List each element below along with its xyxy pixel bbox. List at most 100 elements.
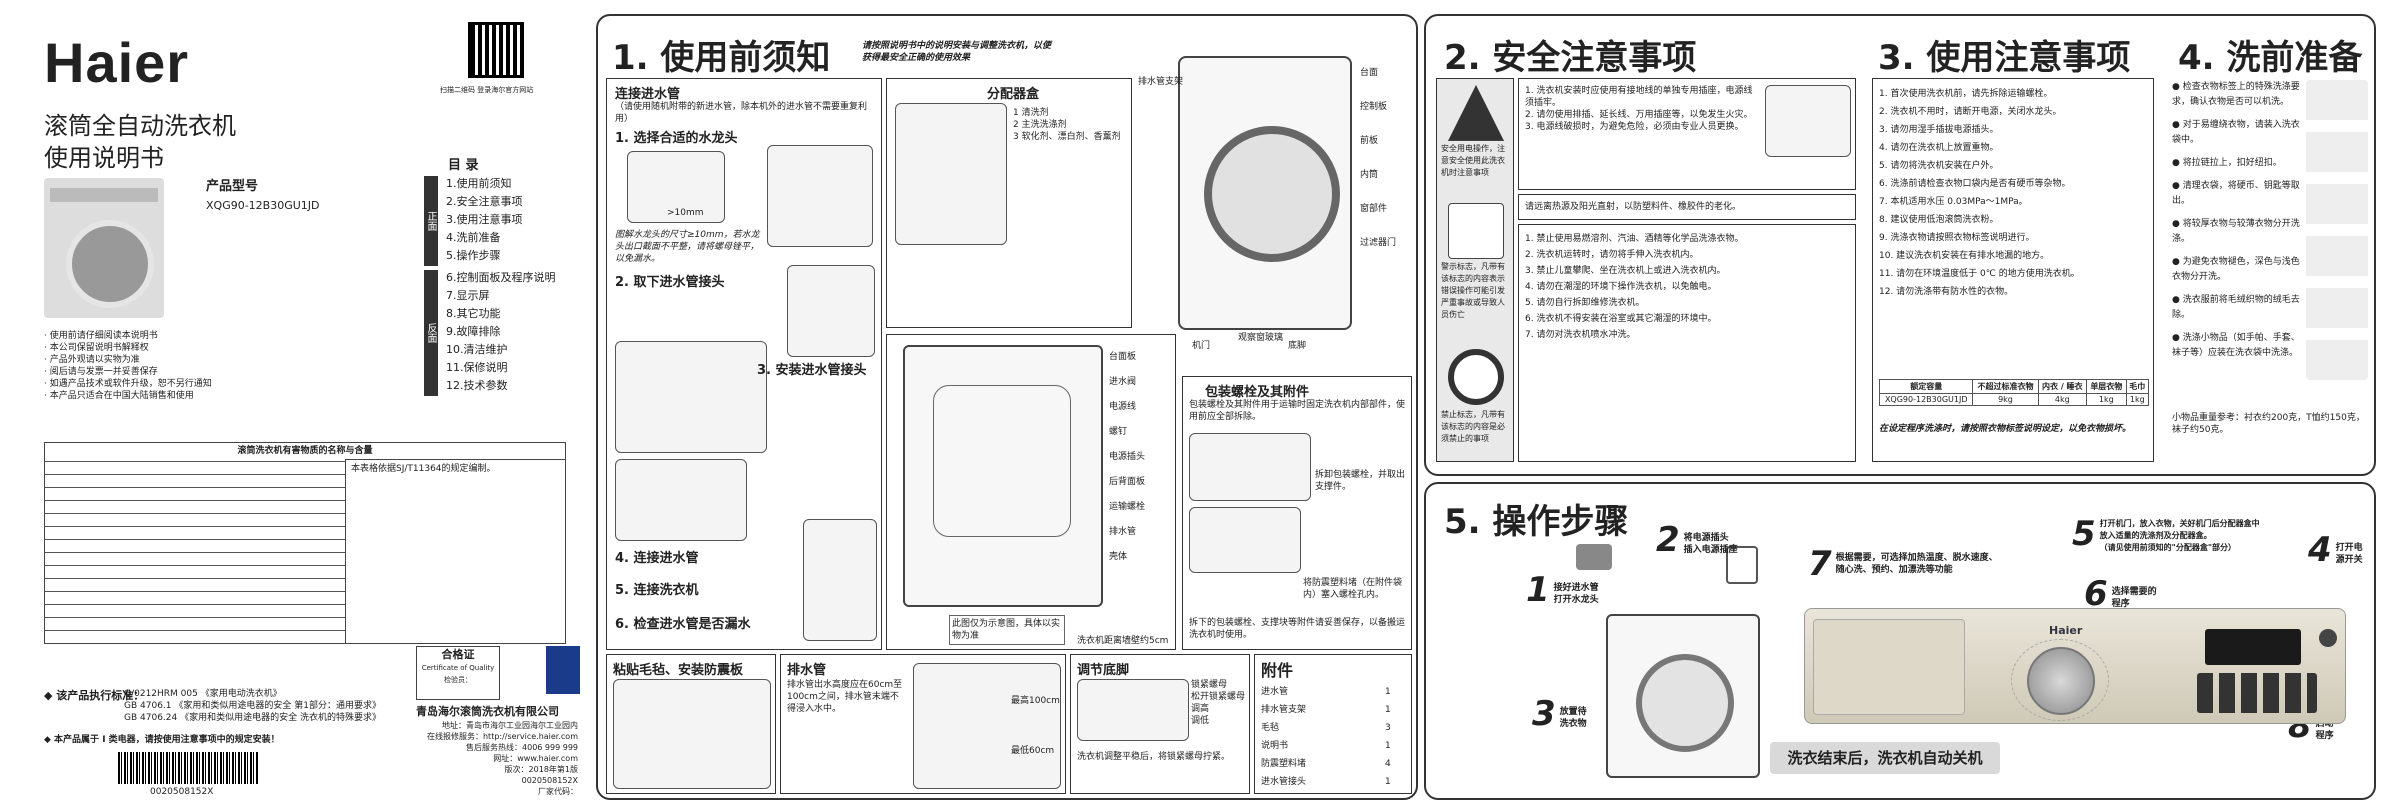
prep-illustrations: [2306, 80, 2368, 380]
step-check-leak: 6. 检查进水管是否漏水: [615, 617, 751, 632]
accessory-qty: 3: [1385, 723, 1391, 733]
step-number: 2: [1656, 520, 1680, 560]
step-remove-connector: 2. 取下进水管接头: [615, 275, 725, 290]
function-buttons[interactable]: [2197, 673, 2317, 713]
table-cell: 4kg: [2037, 393, 2088, 406]
toc-front-list: 1.使用前须知 2.安全注意事项 3.使用注意事项 4.洗前准备 5.操作步骤: [446, 176, 523, 266]
back-part-label: 进水阀: [1109, 377, 1137, 387]
level-feet-box: 调节底脚 锁紧螺母 松开锁紧螺母 调高 调低 洗衣机调整平稳后，将锁紧螺母拧紧。: [1070, 654, 1250, 794]
cert-inspector: 检验员：: [444, 676, 472, 684]
drain-title: 排水管: [787, 663, 827, 678]
plug-illustration: [1189, 507, 1301, 573]
step-3: 3 放置待 洗衣物: [1532, 694, 1587, 734]
tap-note: 图解水龙头的尺寸≥10mm，若水龙头出口截面不平整，请将螺母锉平，以免漏水。: [615, 230, 760, 264]
front-washer-diagram: 台面 控制板 前板 内筒 窗部件 过滤器门 机门 观察窗玻璃 底脚 排水管支架: [1138, 36, 1414, 366]
step-6: 6 选择需要的 程序: [2084, 574, 2157, 614]
socket-icon: [1726, 546, 1758, 584]
toc-item[interactable]: 4.洗前准备: [446, 231, 501, 244]
drain-max: 最高100cm: [1011, 696, 1060, 706]
toc-item[interactable]: 6.控制面板及程序说明: [446, 271, 556, 284]
accessory-qty: 4: [1385, 759, 1391, 769]
accessory-item: 进水管接头: [1261, 777, 1307, 787]
drain-illustration: [913, 663, 1061, 789]
dispenser-box: 分配器盒 1 清洗剂 2 主洗洗涤剂 3 软化剂、漂白剂、香薰剂: [886, 78, 1132, 328]
detergent-drawer[interactable]: [1813, 619, 1965, 715]
toc-item[interactable]: 8.其它功能: [446, 307, 501, 320]
step-number: 6: [2084, 574, 2108, 614]
service-website[interactable]: 在线报修服务：http://service.haier.com: [426, 732, 578, 741]
toc-front-label: 正面: [424, 176, 438, 266]
safety-item: 3. 电源线破损时，为避免危险，必须由专业人员更换。: [1525, 122, 1744, 132]
usage-list: 1. 首次使用洗衣机前，请先拆除运输螺栓。 2. 洗衣机不用时，请断开电源，关闭…: [1879, 85, 2149, 301]
usage-item: 5. 请勿将洗衣机安装在户外。: [1879, 161, 1999, 171]
usage-title: 3. 使用注意事项: [1878, 38, 2131, 78]
service-logo: [546, 646, 580, 694]
water-inlet-title: 连接进水管: [615, 87, 681, 102]
back-diagram-note: 此图仅为示意图，具体以实物为准: [949, 615, 1065, 645]
dispenser-item: 1 清洗剂: [1013, 108, 1049, 118]
prep-item: ● 检查衣物标签上的特殊洗涤要求，确认衣物是否可以机洗。: [2172, 82, 2300, 107]
toc-item[interactable]: 3.使用注意事项: [446, 213, 523, 226]
safety-power-box: 1. 洗衣机安装时应使用有接地线的单独专用插座，电源线须插牢。 2. 请勿使用排…: [1518, 78, 1856, 190]
table-header: 额定容量: [1878, 379, 1974, 394]
accessory-qty: 1: [1385, 741, 1391, 751]
step-4: 4 打开电 源开关: [2308, 530, 2363, 570]
certificate: 合格证 Certificate of Quality 检验员：: [416, 646, 500, 700]
control-panel: Haier: [1804, 608, 2346, 724]
connector-parts: [615, 341, 767, 453]
qr-code[interactable]: [468, 22, 524, 78]
accessories-box: 附件 进水管 排水管支架 毛毡 说明书 防震塑料堵 进水管接头 1 1 3 1 …: [1254, 654, 1412, 794]
forbid-item: 7. 请勿对洗衣机喷水冲洗。: [1525, 330, 1636, 340]
accessory-item: 排水管支架: [1261, 705, 1307, 715]
level-label: 调低: [1191, 716, 1210, 726]
panel-brand: Haier: [2049, 624, 2083, 637]
standard-item: GB 4706.1 《家用和类似用途电器的安全 第1部分：通用要求》: [124, 701, 381, 711]
usage-item: 10. 建议洗衣机安装在有排水地漏的地方。: [1879, 251, 2050, 261]
toc-item[interactable]: 9.故障排除: [446, 325, 501, 338]
step-number: 5: [2072, 514, 2096, 554]
hazard-table-note: 本表格依据SJ/T11364的规定编制。: [351, 464, 496, 474]
level-label: 锁紧螺母: [1191, 680, 1228, 690]
back-part-label: 后背面板: [1109, 477, 1146, 487]
safety-forbid-box: 1. 禁止使用易燃溶剂、汽油、酒精等化学品洗涤衣物。 2. 洗衣机运转时，请勿将…: [1518, 224, 1856, 462]
toc-item[interactable]: 7.显示屏: [446, 289, 490, 302]
drain-min: 最低60cm: [1011, 746, 1055, 756]
capacity-table: 额定容量 不超过标准衣物 内衣 / 睡衣 单层衣物 毛巾 XQG90-12B30…: [1878, 379, 2150, 406]
level-label: 松开锁紧螺母: [1191, 692, 1246, 702]
toc-back-list: 6.控制面板及程序说明 7.显示屏 8.其它功能 9.故障排除 10.清洁维护 …: [446, 270, 556, 396]
tap-measure: >10mm: [667, 208, 704, 218]
washer-tap-illustration: [1606, 594, 1776, 778]
dispenser-item: 2 主洗洗涤剂: [1013, 120, 1067, 130]
back-part-label: 电源插头: [1109, 452, 1146, 462]
prep-item: ● 对于易缠绕衣物，请装入洗衣袋中。: [2172, 120, 2300, 145]
toc-item[interactable]: 11.保修说明: [446, 361, 508, 374]
step-2: 2 将电源插头 插入电源插座: [1656, 520, 1738, 560]
safety-title: 2. 安全注意事项: [1444, 38, 1697, 78]
toc-item[interactable]: 5.操作步骤: [446, 249, 501, 262]
toc-item[interactable]: 1.使用前须知: [446, 177, 512, 190]
toc-item[interactable]: 12.技术参数: [446, 379, 508, 392]
standards-label: ◆ 该产品执行标准：: [44, 689, 145, 702]
back-part-label: 台面板: [1109, 352, 1137, 362]
warning-symbol-text: 警示标志，凡带有该标志的内容表示错误操作可能引发严重事故或导致人员伤亡: [1441, 262, 1505, 319]
prep-item: ● 为避免衣物褪色，深色与浅色衣物分开洗。: [2172, 257, 2300, 282]
felt-illustration: [613, 679, 771, 789]
hazard-table-title: 滚筒洗衣机有害物质的名称与含量: [45, 443, 565, 460]
usage-item: 9. 洗涤衣物请按照衣物标签说明进行。: [1879, 233, 2035, 243]
front-part-labels: 台面 控制板 前板 内筒 窗部件 过滤器门: [1360, 56, 1396, 260]
section-intro: 请按照说明书中的说明安装与调整洗衣机，以便获得最安全正确的使用效果: [862, 41, 1052, 63]
accessory-item: 毛毡: [1261, 723, 1280, 733]
level-label: 调高: [1191, 704, 1210, 714]
model-label: 产品型号: [206, 179, 259, 194]
toc-item[interactable]: 2.安全注意事项: [446, 195, 523, 208]
made-in: 厂家代码：: [538, 787, 578, 796]
accessory-qty: 1: [1385, 687, 1391, 697]
usage-item: 4. 请勿在洗衣机上放置重物。: [1879, 143, 1999, 153]
power-button[interactable]: [2319, 629, 2337, 647]
forbid-symbol-text: 禁止标志，凡带有该标志的内容是必须禁止的事项: [1441, 410, 1505, 443]
company-website[interactable]: 网址：www.haier.com: [493, 754, 578, 763]
toc-item[interactable]: 10.清洁维护: [446, 343, 508, 356]
usage-item: 3. 请勿用湿手插拔电源插头。: [1879, 125, 1999, 135]
prep-item: ● 洗涤小物品（如手帕、手套、袜子等）应装在洗衣袋中洗涤。: [2172, 333, 2300, 358]
standards-list: Q/0212HRM 005 《家用电动洗衣机》 GB 4706.1 《家用和类似…: [124, 688, 381, 724]
